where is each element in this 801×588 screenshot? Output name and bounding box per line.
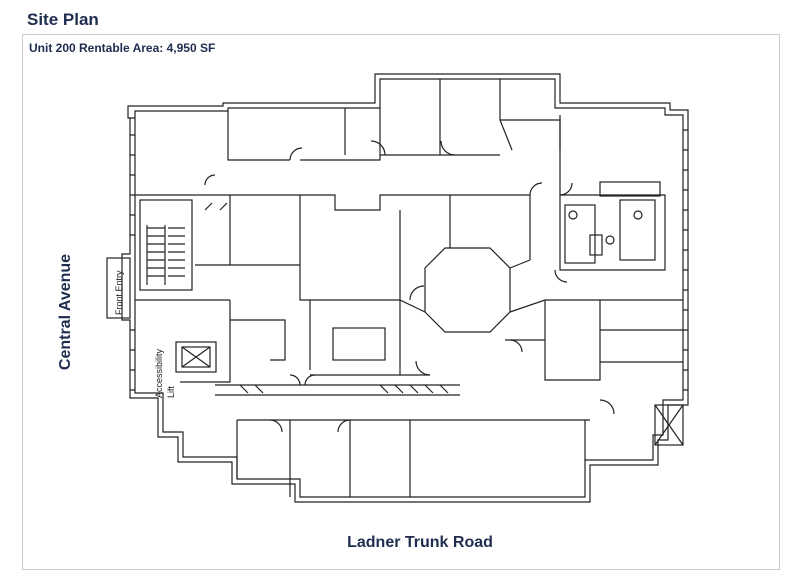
street-label-central-avenue: Central Avenue (57, 253, 74, 371)
rentable-area-label: Unit 200 Rentable Area: 4,950 SF (29, 41, 216, 55)
page-title: Site Plan (27, 10, 99, 29)
accessibility-lift (175, 341, 217, 373)
stair (139, 199, 193, 291)
front-entry-label: Front Entry (114, 270, 124, 315)
octagon-room (424, 247, 511, 333)
street-label-ladner-trunk-road: Ladner Trunk Road (347, 534, 493, 551)
conference-table (332, 327, 386, 361)
accessibility-label-line2: Lift (166, 385, 176, 398)
building-outline-inner (134, 78, 684, 498)
floor-plan-card (22, 34, 780, 570)
accessibility-label-line1: Accessibility (154, 348, 164, 398)
front-entry-vestibule (106, 257, 131, 319)
building-outline-outer (121, 73, 689, 503)
